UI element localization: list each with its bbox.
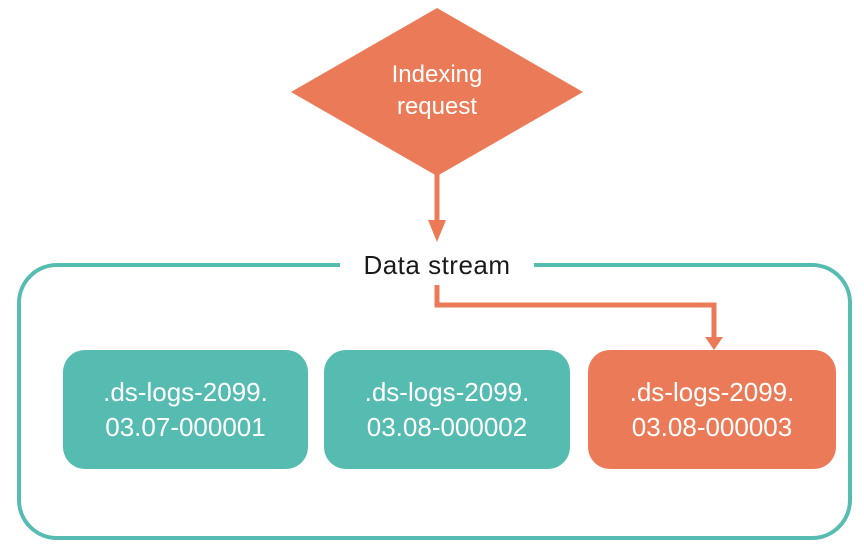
- backing-index-1-line2: 03.07-000001: [105, 411, 266, 442]
- indexing-request-label: Indexing request: [337, 59, 537, 123]
- indexing-request-label-line1: Indexing: [391, 61, 483, 88]
- backing-index-2-line1: .ds-logs-2099.: [364, 376, 530, 407]
- backing-index-box-1: .ds-logs-2099. 03.07-000001: [63, 350, 308, 469]
- write-index-line1: .ds-logs-2099.: [629, 376, 795, 407]
- backing-index-2-line2: 03.08-000002: [366, 411, 528, 442]
- write-index-line2: 03.08-000003: [631, 411, 793, 442]
- backing-index-box-2: .ds-logs-2099. 03.08-000002: [324, 350, 570, 469]
- indexing-request-label-line2: request: [396, 93, 478, 120]
- data-stream-label: Data stream: [340, 250, 534, 280]
- write-index-box: .ds-logs-2099. 03.08-000003: [588, 350, 836, 469]
- backing-index-1-line1: .ds-logs-2099.: [103, 376, 268, 407]
- request-arrow-head-icon: [428, 220, 446, 242]
